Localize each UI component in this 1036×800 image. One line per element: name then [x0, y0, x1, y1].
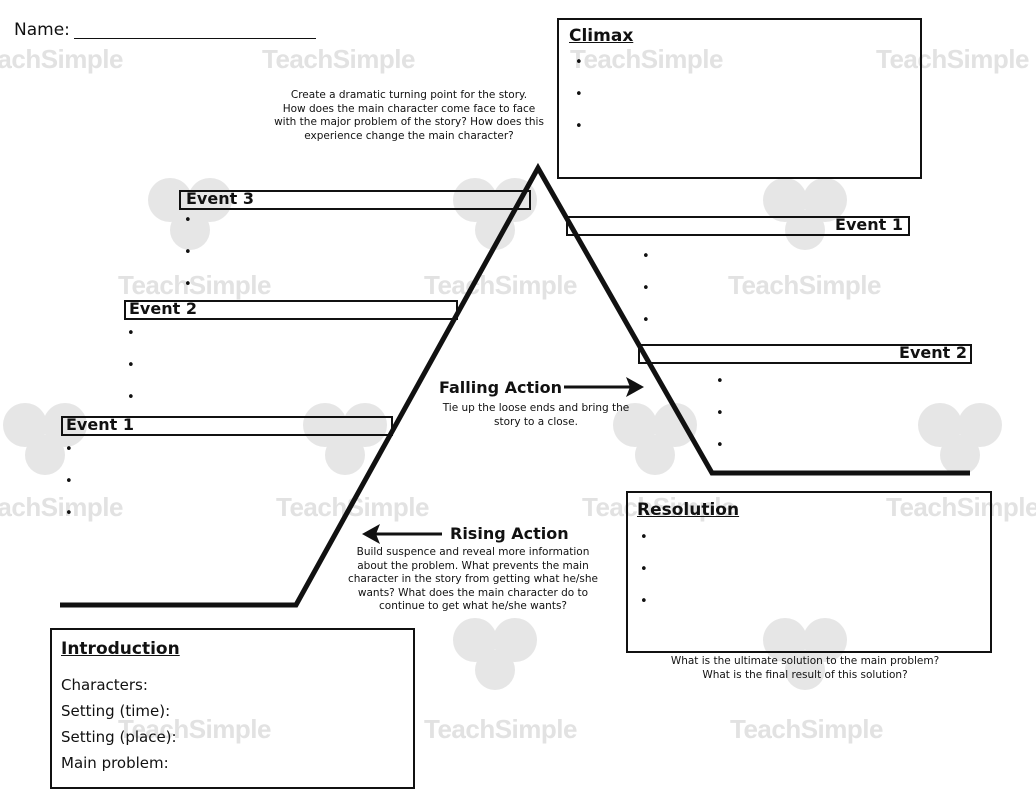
resolution-prompt: What is the ultimate solution to the mai…	[640, 655, 970, 682]
climax-prompt-line: How does the main character come face to…	[282, 102, 536, 115]
falling-event-1-bar[interactable]: Event 1	[566, 216, 910, 236]
falling-event-1-bullet: •	[642, 249, 650, 264]
name-input-line[interactable]	[74, 38, 316, 39]
climax-prompt: Create a dramatic turning point for the …	[256, 89, 562, 143]
resolution-box[interactable]: Resolution • • •	[626, 491, 992, 653]
rising-event-2-bullet: •	[127, 390, 135, 405]
rising-event-1-bullet: •	[65, 442, 73, 457]
resolution-prompt-line: What is the final result of this solutio…	[702, 668, 908, 681]
rising-action-prompt-line: Build suspence and reveal more informati…	[356, 546, 590, 558]
climax-bullet: •	[575, 55, 583, 70]
rising-event-1-bar[interactable]: Event 1	[61, 416, 393, 436]
rising-event-1-bullet: •	[65, 506, 73, 521]
falling-event-2-bullet: •	[716, 374, 724, 389]
falling-action-label: Falling Action	[439, 378, 563, 397]
intro-field-characters: Characters:	[61, 676, 148, 694]
climax-prompt-line: experience change the main character?	[304, 129, 514, 142]
rising-event-3-bullet: •	[184, 213, 192, 228]
rising-action-prompt-line: about the problem. What prevents the mai…	[357, 559, 589, 572]
watermark-text: TeachSimple	[424, 714, 577, 744]
climax-bullet: •	[575, 119, 583, 134]
falling-event-2-bullet: •	[716, 438, 724, 453]
climax-prompt-line: with the major problem of the story? How…	[274, 116, 544, 128]
rising-event-2-bullet: •	[127, 358, 135, 373]
resolution-prompt-line: What is the ultimate solution to the mai…	[670, 655, 940, 667]
watermark-text: TeachSimple	[0, 492, 123, 522]
falling-event-2-bullet: •	[716, 406, 724, 421]
intro-field-setting-place: Setting (place):	[61, 728, 177, 746]
watermark-text: TeachSimple	[730, 714, 883, 744]
climax-box[interactable]: Climax • • •	[557, 18, 922, 179]
introduction-title: Introduction	[61, 639, 180, 659]
resolution-bullet: •	[640, 530, 648, 545]
rising-action-prompt-line: continue to get what he/she wants?	[379, 600, 567, 612]
rising-event-3-bar[interactable]: Event 3	[179, 190, 531, 210]
watermark-text: TeachSimple	[424, 270, 577, 300]
intro-field-main-problem: Main problem:	[61, 754, 169, 772]
falling-action-prompt-line: story to a close.	[494, 415, 578, 428]
watermark-text: TeachSimple	[570, 44, 723, 74]
rising-action-label: Rising Action	[450, 524, 569, 543]
rising-event-1-label: Event 1	[66, 415, 134, 434]
rising-event-3-bullet: •	[184, 245, 192, 260]
rising-event-2-bullet: •	[127, 326, 135, 341]
falling-action-prompt: Tie up the loose ends and bring the stor…	[428, 402, 644, 429]
falling-event-1-bullet: •	[642, 313, 650, 328]
falling-event-1-label: Event 1	[835, 215, 903, 234]
rising-action-prompt-line: wants? What does the main character do t…	[357, 586, 589, 599]
climax-bullet: •	[575, 87, 583, 102]
rising-event-3-bullet: •	[184, 277, 192, 292]
resolution-bullet: •	[640, 562, 648, 577]
watermark-text: TeachSimple	[582, 492, 735, 522]
watermark-text: TeachSimple	[876, 44, 1029, 74]
falling-event-1-bullet: •	[642, 281, 650, 296]
watermark-text: TeachSimple	[118, 270, 271, 300]
intro-field-setting-time: Setting (time):	[61, 702, 171, 720]
watermark-text: TeachSimple	[728, 270, 881, 300]
watermark-text: TeachSimple	[886, 492, 1036, 522]
falling-action-prompt-line: Tie up the loose ends and bring the	[442, 402, 630, 414]
rising-action-prompt-line: character in the story from getting what…	[347, 573, 599, 585]
resolution-title: Resolution	[637, 500, 740, 520]
rising-event-1-bullet: •	[65, 474, 73, 489]
rising-event-2-bar[interactable]: Event 2	[124, 300, 458, 320]
rising-event-2-label: Event 2	[129, 299, 197, 318]
rising-action-prompt: Build suspence and reveal more informati…	[340, 546, 606, 614]
climax-title: Climax	[569, 26, 634, 46]
plot-mountain-line	[60, 162, 970, 608]
watermark-text: TeachSimple	[118, 714, 271, 744]
falling-action-arrow-icon	[564, 377, 644, 397]
watermark-text: TeachSimple	[262, 44, 415, 74]
resolution-bullet: •	[640, 594, 648, 609]
watermark-text: TeachSimple	[0, 44, 123, 74]
climax-prompt-line: Create a dramatic turning point for the …	[290, 89, 528, 101]
rising-action-arrow-icon	[362, 524, 442, 544]
falling-event-2-bar[interactable]: Event 2	[638, 344, 972, 364]
falling-event-2-label: Event 2	[899, 343, 967, 362]
introduction-box[interactable]: Introduction Characters: Setting (time):…	[50, 628, 415, 789]
name-label: Name:	[14, 20, 70, 40]
rising-event-3-label: Event 3	[186, 189, 254, 208]
